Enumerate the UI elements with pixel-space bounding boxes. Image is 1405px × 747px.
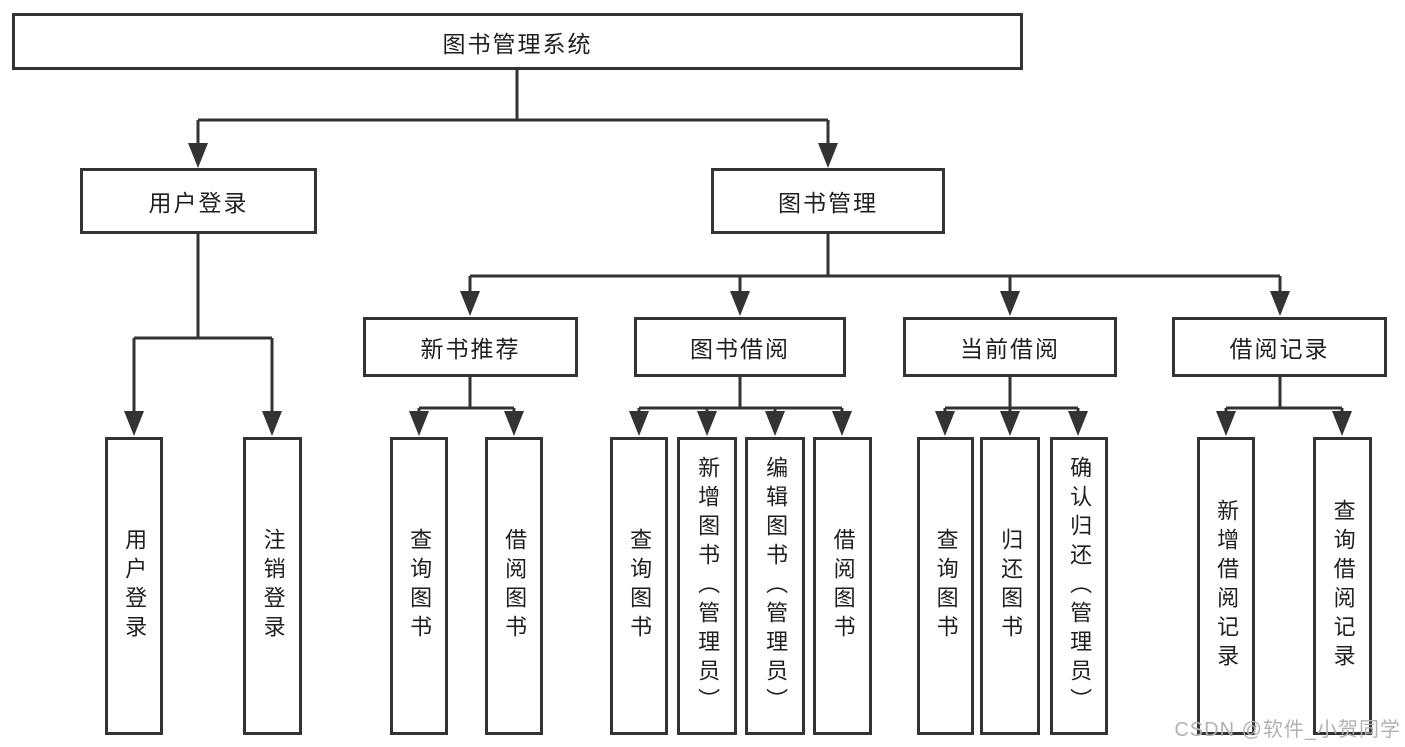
leaf-user-login-label: 用户登录	[122, 528, 148, 644]
leaf-query-borrow-record-label: 查询借阅记录	[1330, 499, 1356, 673]
leaf-query-books-current-label: 查询图书	[933, 528, 959, 644]
leaf-add-borrow-record: 新增借阅记录	[1197, 437, 1255, 735]
leaf-borrow-books-label: 借阅图书	[830, 528, 856, 644]
leaf-confirm-return-admin: 确认归还（管理员）	[1050, 437, 1108, 735]
leaf-edit-books-admin: 编辑图书（管理员）	[745, 437, 805, 735]
leaf-add-books-admin: 新增图书（管理员）	[677, 437, 737, 735]
leaf-borrow-books: 借阅图书	[813, 437, 872, 735]
leaf-logout: 注销登录	[243, 437, 302, 735]
leaf-query-books-recommend-label: 查询图书	[407, 528, 433, 644]
leaf-user-login: 用户登录	[105, 437, 163, 735]
leaf-query-borrow-record: 查询借阅记录	[1313, 437, 1372, 735]
node-borrow-records: 借阅记录	[1172, 317, 1387, 377]
leaf-query-books-current: 查询图书	[917, 437, 974, 735]
leaf-query-books-borrow-label: 查询图书	[627, 528, 653, 644]
leaf-return-books: 归还图书	[980, 437, 1040, 735]
node-book-borrow: 图书借阅	[634, 317, 846, 377]
leaf-return-books-label: 归还图书	[998, 528, 1024, 644]
node-book-management: 图书管理	[711, 168, 945, 234]
leaf-query-books-recommend: 查询图书	[390, 437, 448, 735]
node-new-book-recommend: 新书推荐	[363, 317, 578, 377]
node-user-login: 用户登录	[80, 168, 317, 234]
node-current-borrow: 当前借阅	[903, 317, 1117, 377]
leaf-add-books-admin-label: 新增图书（管理员）	[695, 455, 721, 717]
leaf-add-borrow-record-label: 新增借阅记录	[1214, 499, 1240, 673]
leaf-logout-label: 注销登录	[260, 528, 286, 644]
watermark: CSDN @软件_小贺同学	[1174, 719, 1401, 741]
leaf-borrow-books-recommend-label: 借阅图书	[502, 528, 528, 644]
node-root: 图书管理系统	[12, 13, 1023, 70]
leaf-query-books-borrow: 查询图书	[610, 437, 668, 735]
leaf-confirm-return-admin-label: 确认归还（管理员）	[1067, 455, 1093, 717]
leaf-edit-books-admin-label: 编辑图书（管理员）	[763, 455, 789, 717]
leaf-borrow-books-recommend: 借阅图书	[485, 437, 543, 735]
